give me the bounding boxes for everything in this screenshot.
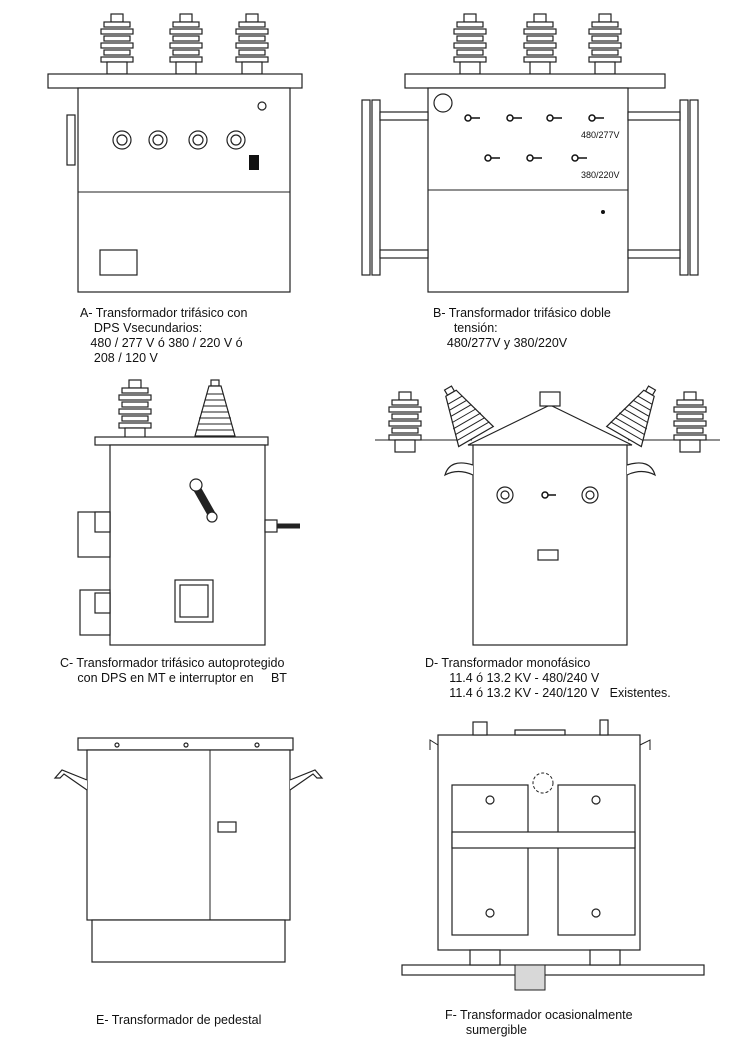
- label-480-277v: 480/277V: [581, 130, 620, 140]
- caption-line: sumergible: [445, 1023, 527, 1037]
- caption-line: 480 / 277 V ó 380 / 220 V ó: [80, 336, 243, 350]
- caption-line: 11.4 ó 13.2 KV - 480/240 V: [425, 671, 600, 685]
- figure-d-single-phase-transformer: [375, 377, 720, 646]
- figure-b-dual-voltage-transformer: 480/277V 380/220V: [361, 13, 699, 293]
- caption-f: F- Transformador ocasionalmente sumergib…: [445, 1008, 633, 1038]
- figure-a-three-phase-transformer: [47, 13, 303, 293]
- caption-line: 480/277V y 380/220V: [433, 336, 568, 350]
- caption-b: B- Transformador trifásico doble tensión…: [433, 306, 611, 351]
- caption-line: B- Transformador trifásico doble: [433, 306, 611, 320]
- caption-line: F- Transformador ocasionalmente: [445, 1008, 633, 1022]
- caption-e: E- Transformador de pedestal: [96, 1013, 261, 1028]
- caption-d: D- Transformador monofásico 11.4 ó 13.2 …: [425, 656, 671, 701]
- caption-a: A- Transformador trifásico con DPS Vsecu…: [80, 306, 247, 366]
- caption-line: C- Transformador trifásico autoprotegido: [60, 656, 285, 670]
- caption-line: E- Transformador de pedestal: [96, 1013, 262, 1027]
- caption-line: con DPS en MT e interruptor en BT: [60, 671, 287, 685]
- caption-line: D- Transformador monofásico: [425, 656, 591, 670]
- label-380-220v: 380/220V: [581, 170, 620, 180]
- caption-line: DPS Vsecundarios:: [80, 321, 203, 335]
- caption-line: A- Transformador trifásico con: [80, 306, 248, 320]
- caption-line: tensión:: [433, 321, 498, 335]
- caption-line: 208 / 120 V: [80, 351, 158, 365]
- figure-f-submersible-transformer: [401, 719, 705, 991]
- caption-c: C- Transformador trifásico autoprotegido…: [60, 656, 287, 686]
- figure-e-pad-mounted-transformer: [53, 737, 324, 963]
- caption-line: 11.4 ó 13.2 KV - 240/120 V Existentes.: [425, 686, 671, 700]
- figure-c-self-protected-transformer: [77, 379, 300, 646]
